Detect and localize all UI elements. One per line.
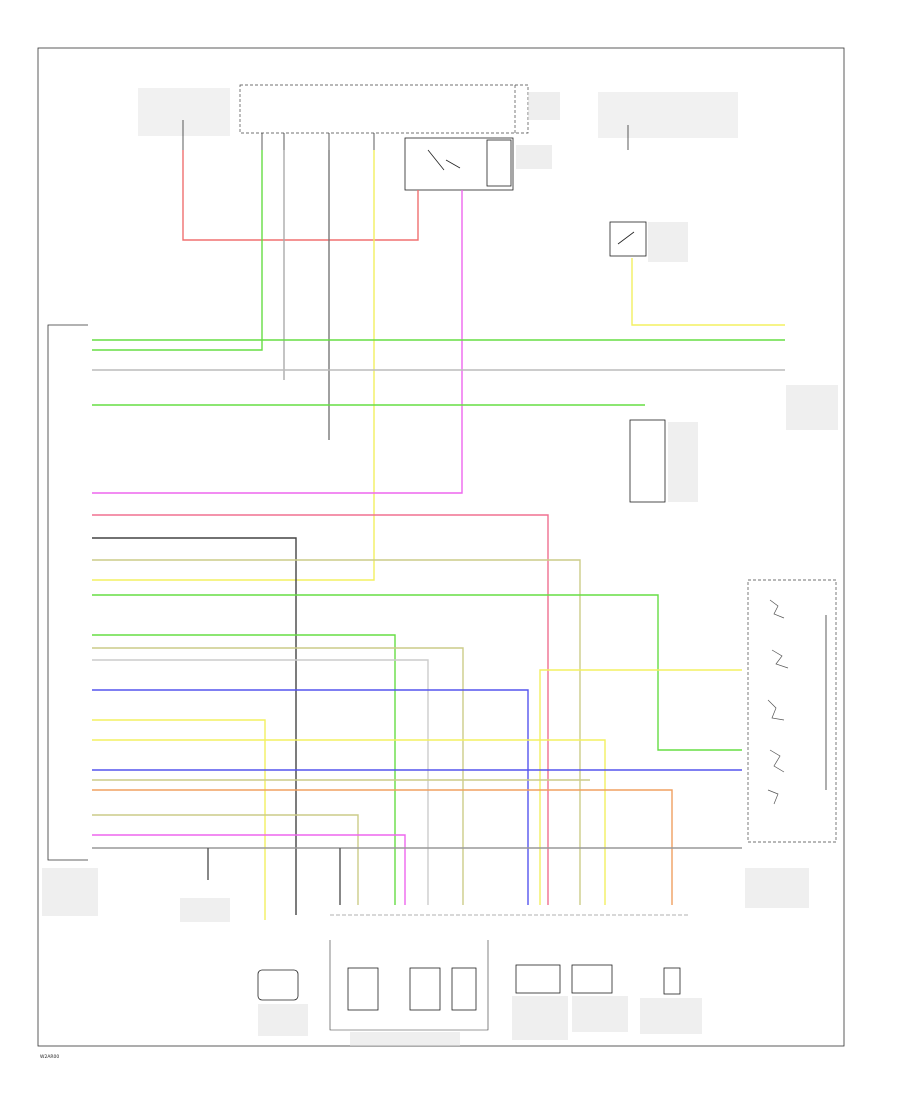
right-mid-component [629, 385, 838, 503]
switch-box-right [609, 221, 688, 262]
diagram-frame [37, 47, 845, 1047]
fuse-label-right [598, 92, 738, 150]
right-sensor-component [745, 579, 837, 908]
wires [92, 150, 785, 920]
relay-box [404, 137, 552, 191]
fuse-label-left [138, 88, 230, 150]
bottom-components [180, 898, 702, 1046]
top-controller-block [239, 84, 560, 150]
diagram-id: W2AR00 [40, 1054, 59, 1060]
left-connector-bracket [42, 324, 98, 916]
